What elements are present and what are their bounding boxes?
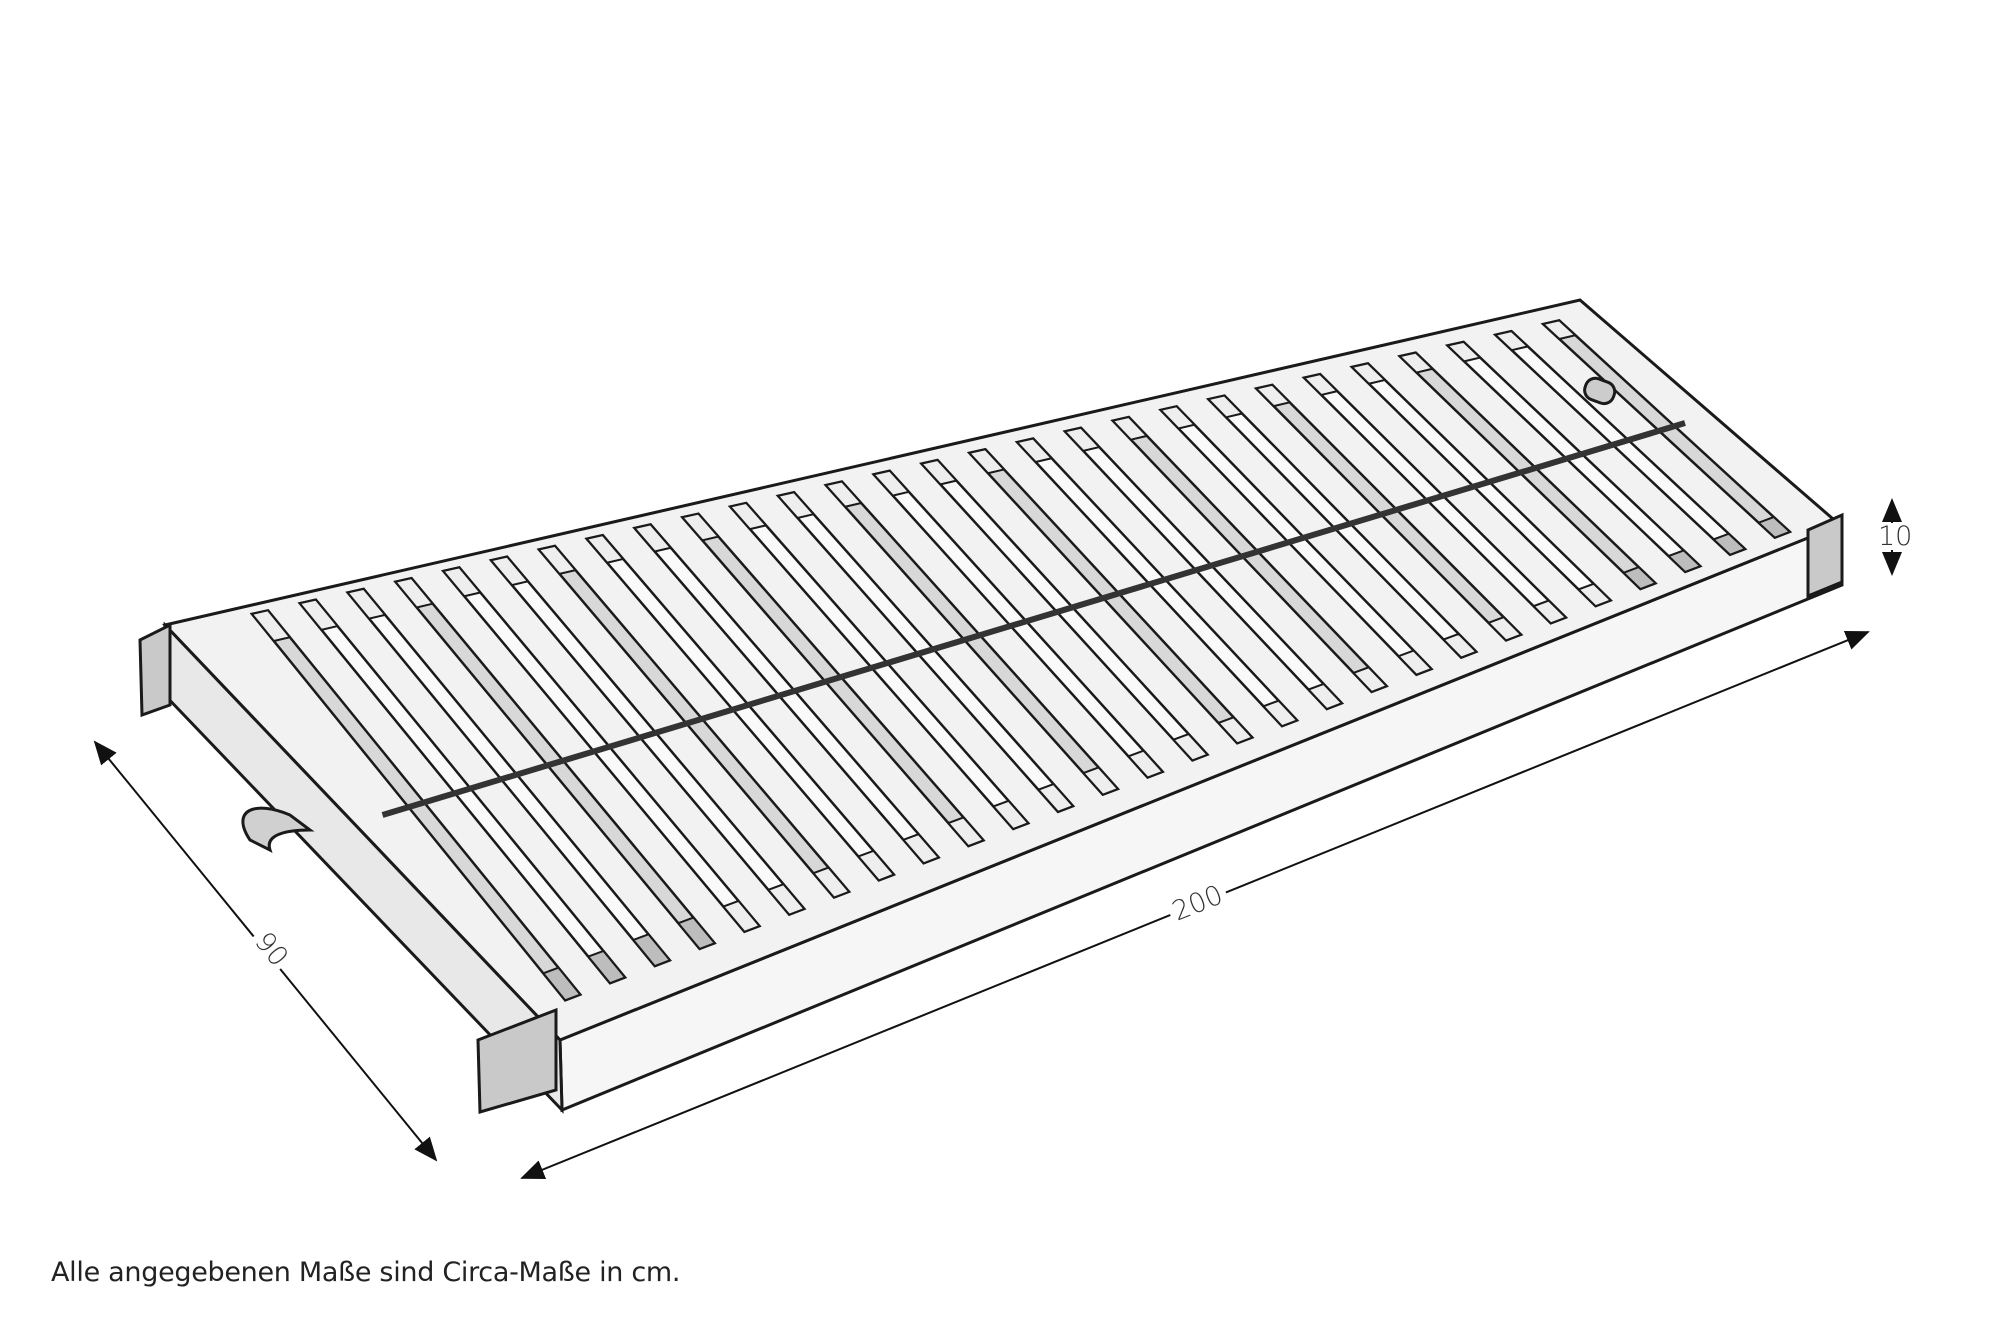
slat-cap	[1621, 565, 1658, 591]
slat-cap	[1493, 330, 1530, 352]
slat-cap	[1110, 415, 1149, 441]
slat-cap	[489, 555, 530, 587]
slat-cap	[1711, 532, 1747, 556]
slat-cap	[297, 598, 340, 631]
corner-block-front-right	[1806, 512, 1844, 599]
slat-cap	[1531, 599, 1568, 625]
slat-cap	[871, 469, 911, 497]
slat-cap	[680, 512, 721, 542]
slat-cap	[393, 577, 435, 609]
slat-cap	[967, 448, 1006, 475]
slat-cap	[1254, 383, 1292, 408]
slat-cap	[1349, 362, 1387, 385]
dimension-height-label: 10	[1874, 523, 1917, 550]
slat-cap	[1015, 437, 1054, 464]
slat-cap	[632, 523, 673, 553]
slat-cap	[1666, 549, 1703, 574]
slat-cap	[919, 458, 959, 486]
slat-cap	[537, 544, 578, 576]
slat-cap	[1756, 515, 1792, 539]
slat-cap	[441, 566, 483, 598]
slat-cap	[1445, 340, 1483, 363]
slat-cap	[1062, 426, 1102, 452]
slat-cap	[584, 534, 626, 564]
slat-cap	[1576, 582, 1613, 608]
slat-cap	[1206, 394, 1245, 419]
slat-cap	[250, 609, 292, 643]
slat-cap	[1301, 373, 1340, 397]
slat-cap	[1158, 405, 1197, 430]
slat-cap	[776, 491, 816, 520]
slat-cap	[728, 501, 768, 531]
slat-cap	[823, 480, 864, 508]
measurement-note: Alle angegebenen Maße sind Circa-Maße in…	[51, 1257, 681, 1288]
corner-block-back-left	[138, 622, 172, 718]
slat-cap	[1541, 319, 1578, 341]
handle-knob	[1583, 376, 1617, 406]
slat-cap	[1397, 351, 1435, 374]
slat-cap	[345, 587, 387, 620]
